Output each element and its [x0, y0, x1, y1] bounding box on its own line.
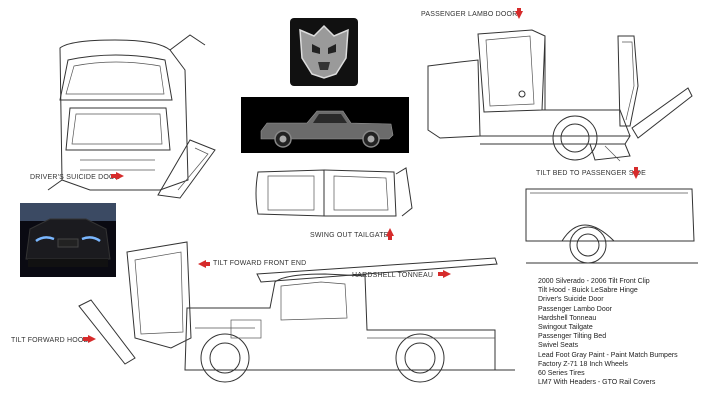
red-arrow-icon	[116, 172, 124, 180]
label-tilt-forward-front-end: TILT FOWARD FRONT END	[213, 260, 307, 267]
red-arrow-icon	[632, 171, 640, 179]
red-arrow-icon	[83, 337, 88, 341]
tilt-bed-drawing	[525, 188, 698, 264]
red-arrow-icon	[205, 262, 210, 266]
label-passenger-lambo-door: PASSENGER LAMBO DOOR	[421, 11, 518, 18]
spec-item: Tilt Hood - Buick LeSabre Hinge	[538, 287, 638, 295]
red-arrow-icon	[198, 260, 206, 268]
truck-front-photo	[20, 203, 116, 277]
red-arrow-icon	[388, 236, 392, 240]
lambo-door-drawing	[427, 29, 693, 162]
spec-item: 60 Series Tires	[538, 370, 585, 378]
red-arrow-icon	[88, 335, 96, 343]
red-arrow-icon	[111, 174, 116, 178]
red-arrow-icon	[443, 270, 451, 278]
spec-item: Passenger Lambo Door	[538, 305, 612, 313]
red-arrow-icon	[517, 8, 521, 12]
red-arrow-icon	[515, 11, 523, 19]
autobot-logo-icon	[290, 18, 358, 86]
spec-item: Swivel Seats	[538, 342, 579, 350]
truck-side-photo	[241, 97, 409, 153]
spec-item: Factory Z-71 18 Inch Wheels	[538, 360, 628, 368]
truck-top-view-drawing	[47, 34, 216, 199]
label-tilt-forward-hood: TILT FORWARD HOOD	[11, 337, 89, 344]
red-arrow-icon	[438, 272, 443, 276]
red-arrow-icon	[634, 167, 638, 172]
spec-item: LM7 With Headers - GTO Rail Covers	[538, 379, 656, 387]
label-tilt-bed: TILT BED TO PASSENGER SIDE	[536, 170, 646, 177]
spec-item: Passenger Tilting Bed	[538, 333, 607, 341]
spec-item: Swingout Tailgate	[538, 324, 593, 332]
label-drivers-suicide-door: DRIVER'S SUICIDE DOOR	[30, 174, 120, 181]
tailgate-top-view-drawing	[255, 167, 413, 217]
spec-item: Lead Foot Gray Paint - Paint Match Bumpe…	[538, 351, 678, 359]
spec-item: 2000 Silverado - 2006 Tilt Front Clip	[538, 278, 650, 285]
label-hardshell-tonneau: HARDSHELL TONNEAU	[352, 272, 434, 279]
spec-item: Hardshell Tonneau	[538, 314, 597, 322]
spec-item: Driver's Suicide Door	[538, 296, 604, 304]
spec-list: 2000 Silverado - 2006 Tilt Front Clip Ti…	[538, 277, 678, 387]
truck-side-view-drawing	[78, 241, 515, 383]
red-arrow-icon	[386, 228, 394, 236]
label-swing-out-tailgate: SWING OUT TAILGATE	[310, 232, 389, 239]
